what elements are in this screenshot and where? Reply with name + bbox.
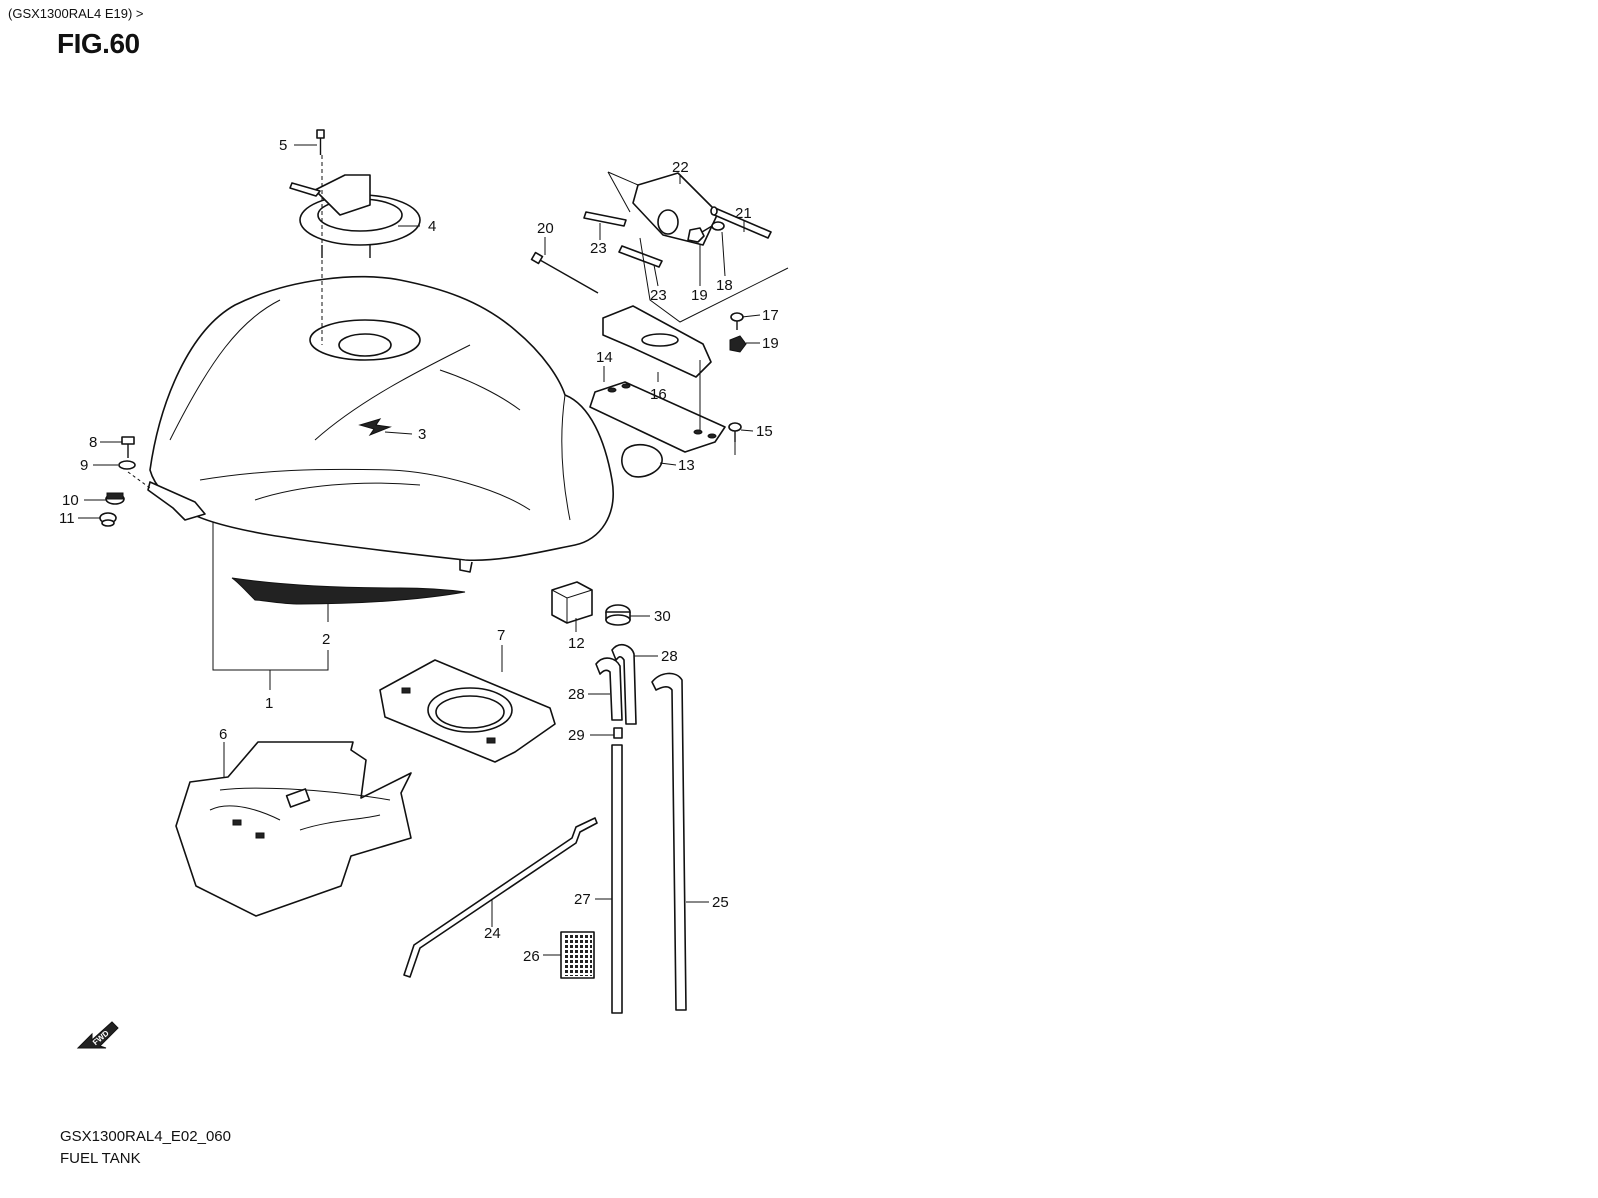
joint-part-29[interactable] xyxy=(613,727,623,739)
rod-part-24[interactable] xyxy=(403,817,598,978)
callout-2[interactable]: 2 xyxy=(322,631,330,648)
rubber-part-23b[interactable] xyxy=(618,245,663,268)
callout-8[interactable]: 8 xyxy=(89,434,97,451)
callout-21[interactable]: 21 xyxy=(735,205,752,222)
collar-part-11[interactable] xyxy=(99,512,117,527)
callout-25[interactable]: 25 xyxy=(712,894,729,911)
forward-arrow-icon xyxy=(76,1021,119,1049)
drain-hose-part-25[interactable] xyxy=(651,672,687,1011)
hose-part-28a[interactable] xyxy=(595,657,623,721)
callout-11[interactable]: 11 xyxy=(59,510,75,527)
fuel-tank-body[interactable] xyxy=(147,275,614,573)
bolt-part-18[interactable] xyxy=(701,221,725,233)
callout-5[interactable]: 5 xyxy=(279,137,287,154)
callout-28a[interactable]: 28 xyxy=(661,648,678,665)
rubber-part-23a[interactable] xyxy=(583,211,627,227)
figure-number: FIG.60 xyxy=(57,28,140,59)
callout-9[interactable]: 9 xyxy=(80,457,88,474)
diagram-title: FUEL TANK xyxy=(60,1150,141,1167)
side-cover-part-2[interactable] xyxy=(231,577,466,605)
callout-23b[interactable]: 23 xyxy=(650,287,667,304)
cushion-part-13[interactable] xyxy=(621,443,663,478)
callout-30[interactable]: 30 xyxy=(654,608,671,625)
rear-bracket-part-14[interactable] xyxy=(589,381,726,453)
callout-7[interactable]: 7 xyxy=(497,627,505,644)
callout-numbers: 1 2 3 4 5 6 7 8 9 10 11 12 13 14 15 16 1… xyxy=(59,137,779,1047)
callout-27[interactable]: 27 xyxy=(574,891,591,908)
callout-3[interactable]: 3 xyxy=(418,426,426,443)
breather-hose-part-27[interactable] xyxy=(611,744,623,1014)
pivot-pin-part-21[interactable] xyxy=(710,206,772,239)
suzuki-emblem-icon xyxy=(358,418,392,437)
hose-part-28b[interactable] xyxy=(611,643,637,725)
callout-19b[interactable]: 19 xyxy=(762,335,779,352)
callout-24[interactable]: 24 xyxy=(484,925,501,942)
bolt-part-5[interactable] xyxy=(316,129,325,155)
callout-12[interactable]: 12 xyxy=(568,635,585,652)
callout-6[interactable]: 6 xyxy=(219,726,227,743)
callout-1[interactable]: 1 xyxy=(265,695,273,712)
bracket-part-16[interactable] xyxy=(602,305,712,378)
callout-19a[interactable]: 19 xyxy=(691,287,708,304)
callout-29[interactable]: 29 xyxy=(568,727,585,744)
callout-16[interactable]: 16 xyxy=(650,386,667,403)
callout-15[interactable]: 15 xyxy=(756,423,773,440)
diagram-code: GSX1300RAL4_E02_060 xyxy=(60,1128,231,1145)
fuel-cap[interactable] xyxy=(289,174,421,258)
rubber-plate-part-7[interactable] xyxy=(379,659,556,763)
callout-28b[interactable]: 28 xyxy=(568,686,585,703)
callout-leaders xyxy=(78,144,761,956)
callout-13[interactable]: 13 xyxy=(678,457,695,474)
nut-part-19a[interactable] xyxy=(687,227,705,243)
damper-part-12[interactable] xyxy=(551,581,593,624)
bolt-part-8[interactable] xyxy=(121,436,135,458)
callout-10[interactable]: 10 xyxy=(62,492,79,509)
bolt-part-15[interactable] xyxy=(728,422,742,442)
callout-14[interactable]: 14 xyxy=(596,349,613,366)
callout-20[interactable]: 20 xyxy=(537,220,554,237)
cap-part-30[interactable] xyxy=(605,604,631,626)
washer-part-9[interactable] xyxy=(118,460,136,470)
breadcrumb[interactable]: (GSX1300RAL4 E19) > xyxy=(8,6,144,21)
bolt-part-17[interactable] xyxy=(730,312,744,330)
callout-23a[interactable]: 23 xyxy=(590,240,607,257)
grommet-part-10[interactable] xyxy=(105,492,125,505)
hinge-bracket-part-22[interactable] xyxy=(607,171,719,246)
long-bolt-part-20[interactable] xyxy=(530,251,599,294)
label-part-26[interactable] xyxy=(560,931,595,979)
heat-shield-part-6[interactable] xyxy=(175,741,412,917)
callout-4[interactable]: 4 xyxy=(428,218,436,235)
callout-26[interactable]: 26 xyxy=(523,948,540,965)
callout-17[interactable]: 17 xyxy=(762,307,779,324)
callout-18[interactable]: 18 xyxy=(716,277,733,294)
nut-part-19b[interactable] xyxy=(729,335,747,353)
callout-22[interactable]: 22 xyxy=(672,159,689,176)
